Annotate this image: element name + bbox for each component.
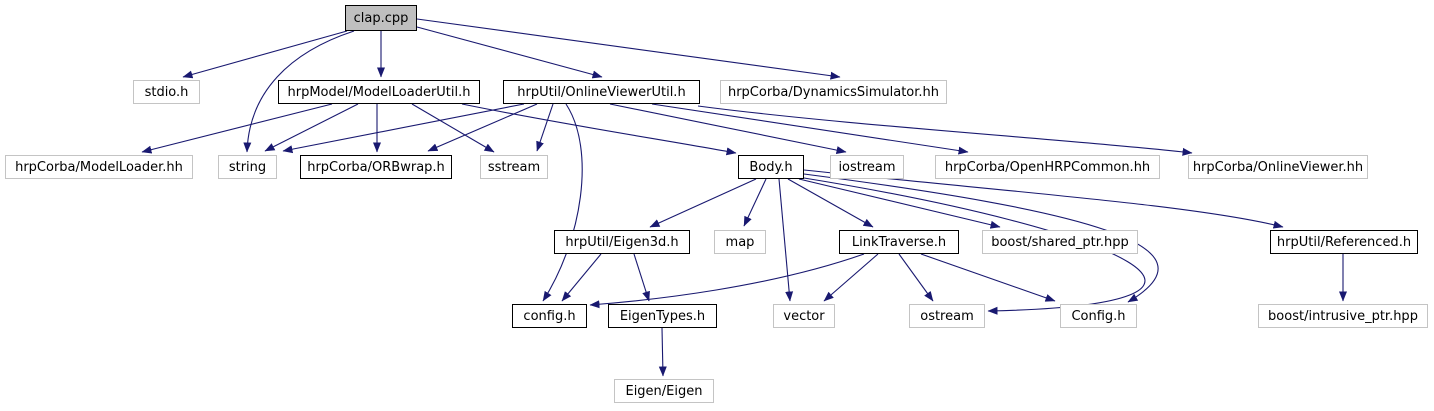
edge-link-traverse-to-vector [823,253,879,302]
graph-node-map: map [714,230,766,254]
graph-node-ostream: ostream [909,304,985,328]
edge-online-viewer-util-to-online-viewer [697,105,1193,156]
graph-node-eigen3d[interactable]: hrpUtil/Eigen3d.h [554,230,690,254]
graph-node-orbwrap[interactable]: hrpCorba/ORBwrap.h [300,155,452,179]
edge-model-loader-util-to-model-loader [141,103,333,154]
graph-node-intrusive-ptr: boost/intrusive_ptr.hpp [1258,304,1428,328]
edge-model-loader-util-to-sstream [411,103,495,153]
graph-node-sstream: sstream [480,155,548,179]
edge-eigen3d-to-eigen-types [633,253,650,302]
edge-clap-cpp-to-string [243,30,355,153]
graph-node-online-viewer-util[interactable]: hrpUtil/OnlineViewerUtil.h [503,80,700,104]
graph-node-iostream: iostream [830,155,904,179]
edge-link-traverse-to-ostream [898,253,934,302]
edge-online-viewer-util-to-orbwrap [427,103,538,152]
graph-node-link-traverse[interactable]: LinkTraverse.h [839,230,959,254]
edge-model-loader-util-to-body-h [461,103,737,156]
graph-node-string: string [218,155,277,179]
edge-online-viewer-util-to-iostream [609,103,847,155]
edge-body-h-to-eigen3d [649,178,757,228]
edge-body-h-to-link-traverse [787,178,874,228]
graph-node-eigen-types[interactable]: EigenTypes.h [608,304,717,328]
graph-node-body-h[interactable]: Body.h [738,155,804,179]
graph-node-shared-ptr: boost/shared_ptr.hpp [982,230,1138,254]
edge-online-viewer-util-to-sstream [536,103,554,152]
edge-eigen-types-to-eigen-eigen [658,327,667,377]
graph-node-model-loader-util[interactable]: hrpModel/ModelLoaderUtil.h [278,80,480,104]
graph-node-eigen-eigen: Eigen/Eigen [614,379,714,403]
edge-body-h-to-shared-ptr [798,178,1001,229]
graph-node-model-loader: hrpCorba/ModelLoader.hh [5,155,193,179]
edge-link-traverse-to-config-lower [589,253,865,309]
edge-online-viewer-util-to-openhrp-common [651,103,969,155]
graph-node-dynamics-simulator: hrpCorba/DynamicsSimulator.hh [720,80,947,104]
graph-node-referenced[interactable]: hrpUtil/Referenced.h [1270,230,1418,254]
edge-body-h-to-map [743,178,767,227]
graph-node-online-viewer: hrpCorba/OnlineViewer.hh [1188,155,1368,179]
graph-node-config-upper: Config.h [1060,304,1137,328]
edge-clap-cpp-to-stdio-h [182,30,348,79]
edge-model-loader-util-to-string [264,103,359,152]
graph-node-openhrp-common: hrpCorba/OpenHRPCommon.hh [935,155,1160,179]
edge-clap-cpp-to-dynamics-simulator [416,18,841,80]
edge-online-viewer-util-to-config-lower [542,103,583,302]
edge-body-h-to-vector [778,178,794,302]
graph-node-clap-cpp: clap.cpp [345,5,417,31]
graph-node-stdio-h: stdio.h [133,80,200,104]
graph-node-vector: vector [773,304,835,328]
graph-node-config-lower[interactable]: config.h [512,304,587,328]
edge-eigen3d-to-config-lower [561,253,602,302]
edge-clap-cpp-to-online-viewer-util [416,26,603,79]
edge-online-viewer-util-to-string [282,103,525,154]
edge-link-traverse-to-config-upper [920,253,1056,302]
